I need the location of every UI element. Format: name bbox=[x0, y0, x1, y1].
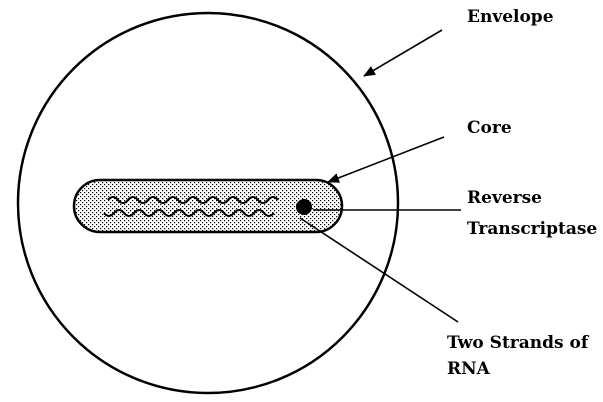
rna-label-line1: Two Strands of bbox=[447, 333, 590, 353]
reverse-transcriptase-label-line2: Transcriptase bbox=[467, 219, 597, 239]
envelope-arrow bbox=[364, 30, 442, 76]
rna-line bbox=[300, 218, 458, 322]
envelope-label: Envelope bbox=[467, 7, 554, 27]
reverse-transcriptase-label-line1: Reverse bbox=[467, 188, 542, 208]
reverse-transcriptase-dot bbox=[296, 199, 312, 215]
rna-label-line2: RNA bbox=[447, 359, 491, 379]
core-arrow bbox=[328, 137, 444, 182]
core-label: Core bbox=[467, 118, 512, 138]
